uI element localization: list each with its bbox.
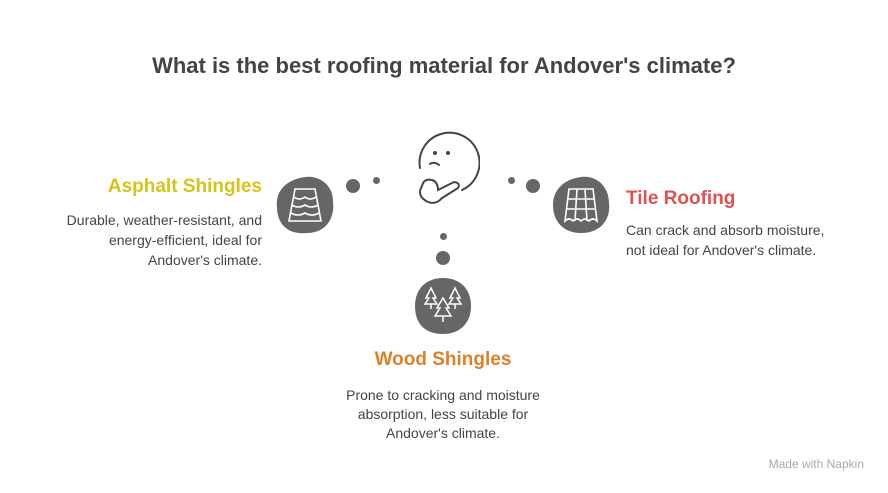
option-title-wood: Wood Shingles — [374, 349, 512, 370]
pine-trees-icon — [415, 278, 471, 334]
napkin-watermark: Made with Napkin — [768, 457, 864, 471]
option-description-wood: Prone to cracking and moisture absorptio… — [243, 386, 643, 443]
fish-scale-shingles-icon — [276, 176, 334, 234]
option-title-tile: Tile Roofing — [626, 188, 736, 209]
connector-dot — [436, 251, 450, 265]
description-line: not ideal for Andover's climate. — [626, 242, 817, 258]
description-line: Andover's climate. — [386, 425, 500, 441]
connector-dot — [373, 177, 380, 184]
diagram-title: What is the best roofing material for An… — [152, 53, 736, 78]
connector-dot — [508, 177, 515, 184]
option-description-asphalt: Durable, weather-resistant, and energy-e… — [67, 210, 262, 270]
connector-dot — [346, 179, 360, 193]
description-line: Durable, weather-resistant, and — [66, 212, 262, 228]
thinking-face-icon — [418, 131, 480, 204]
connector-dot — [526, 179, 540, 193]
description-line: Andover's climate. — [148, 252, 262, 268]
option-title-asphalt: Asphalt Shingles — [107, 176, 262, 197]
description-line: Can crack and absorb moisture, — [626, 222, 825, 238]
description-line: absorption, less suitable for — [357, 406, 529, 422]
description-line: energy-efficient, ideal for — [108, 232, 262, 248]
option-description-tile: Can crack and absorb moisture, not ideal… — [626, 220, 824, 260]
connector-dot — [440, 233, 447, 240]
description-line: Prone to cracking and moisture — [346, 387, 540, 403]
roof-tiles-icon — [553, 176, 610, 233]
